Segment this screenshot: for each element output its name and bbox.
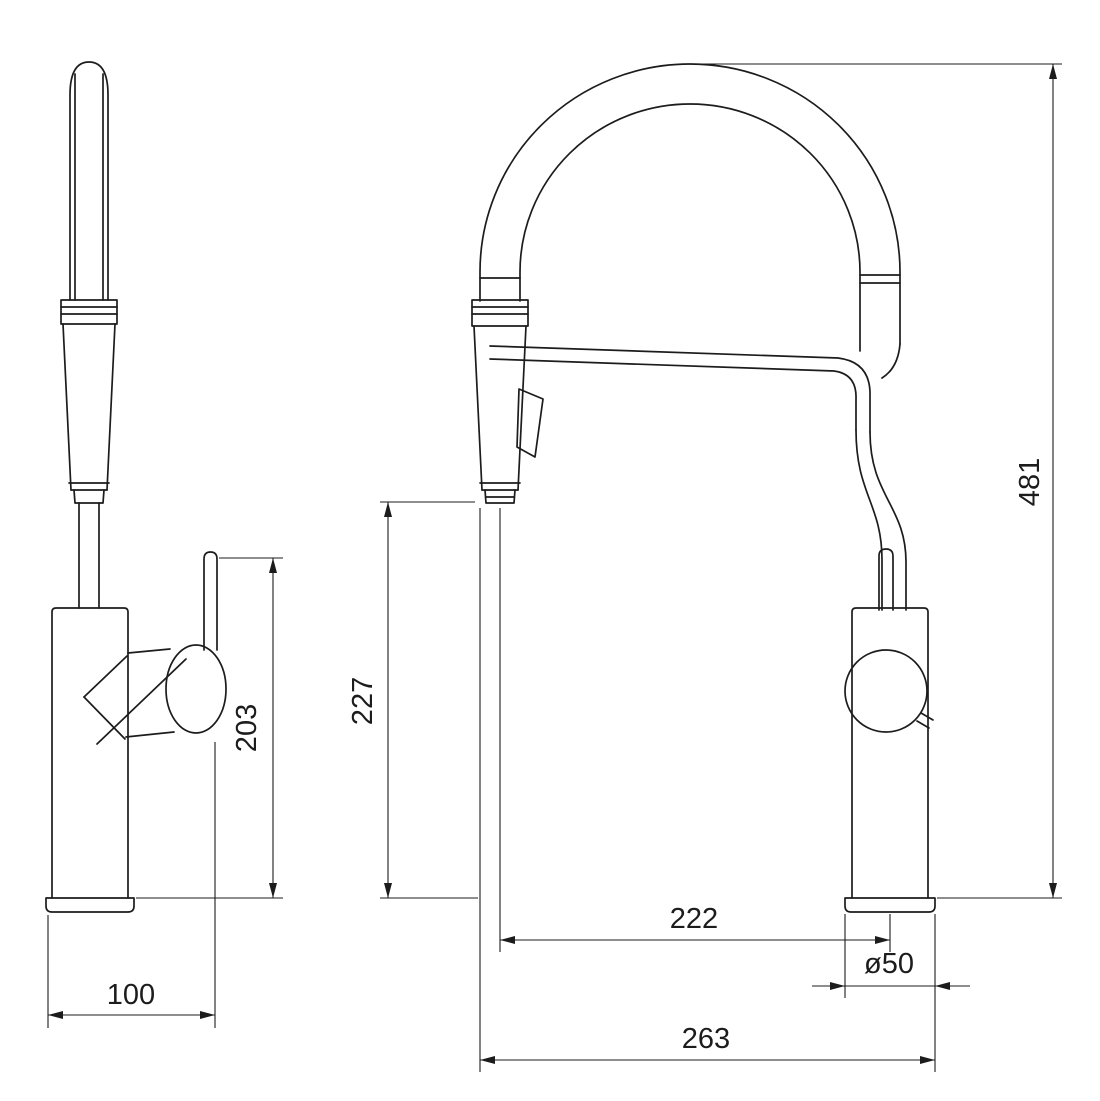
dimension-label: 263 [682,1023,730,1055]
arrowhead [269,883,277,898]
body-outline [51,607,129,899]
handle-pivot-cap [165,644,227,734]
spout-support-arm [489,345,871,433]
dimensions: 203 100 481 227 [47,63,1062,1072]
base-outline [45,897,135,913]
dimension-dia50: ø50 [812,914,970,1072]
arrowhead [480,1056,495,1064]
arrowhead [1049,64,1057,79]
faucet-body-front [851,607,929,899]
arrowhead [269,558,277,573]
arrowhead [875,936,890,944]
lever-front-outline [878,548,894,611]
arrowhead [1049,883,1057,898]
head-front-left-edge [473,325,483,491]
dimension-label: 222 [670,903,718,935]
handle-mount-top [127,648,171,654]
dimension-227: 227 [347,501,478,899]
sprayer-collar-front [471,299,529,327]
dimension-222: 222 [499,508,891,952]
arc-inner [519,103,861,352]
hose-down-tube [855,429,907,611]
base-front-outline [844,897,936,913]
wand-outline [69,61,109,301]
collar-outline [60,299,118,325]
arrowhead [384,502,392,517]
body-front-outline [851,607,929,899]
dimension-label: 227 [347,677,379,725]
sprayer-head-front [473,325,544,504]
knob-circle [844,649,928,733]
knob-tick-1 [920,712,934,721]
faucet-base-front [844,897,936,913]
handle-diagonal [96,658,187,745]
dimension-label: 203 [231,704,263,752]
arrowhead [384,883,392,898]
head-right-edge [106,323,116,491]
tube-inner-line [855,429,883,611]
side-view [45,61,227,913]
arm-bottom-line [489,358,857,431]
handle-knob-front [844,649,934,733]
faucet-body-side [51,607,129,899]
arc-right-bend [881,343,901,379]
handle-wedge-upper [83,655,128,698]
handle-side [83,551,227,745]
arrowhead [200,1011,215,1019]
dimension-481: 481 [695,63,1062,899]
faucet-base-side [45,897,135,913]
front-view [471,63,936,913]
dimension-100: 100 [47,742,216,1028]
arrowhead [920,1056,935,1064]
arc-outer [479,63,901,345]
head-front-right-edge [517,325,527,491]
knob-tick-2 [916,720,930,729]
arrowhead [830,982,845,990]
dimension-label: 481 [1014,458,1046,506]
sprayer-wand [69,61,109,301]
dimension-label: ø50 [864,948,914,980]
collar-front-outline [471,299,529,327]
head-left-edge [62,323,72,491]
handle-mount-bottom [125,731,175,738]
dimension-263: 263 [479,508,935,1072]
sprayer-clip [516,388,544,458]
spring-hose-arc [479,63,901,379]
sprayer-head [62,323,116,504]
sprayer-nozzle [73,489,105,504]
dimension-203: 203 [136,557,283,899]
arm-top-line [489,345,871,433]
handle-lever-rod [203,551,218,651]
arrowhead [48,1011,63,1019]
faucet-neck [78,502,100,609]
handle-lever-front [878,548,894,611]
handle-wedge-lower [83,696,126,740]
dimension-label: 100 [107,979,155,1011]
arrowhead [500,936,515,944]
wand-collar [60,299,118,325]
arrowhead [935,982,950,990]
tube-outer-line [869,431,907,611]
